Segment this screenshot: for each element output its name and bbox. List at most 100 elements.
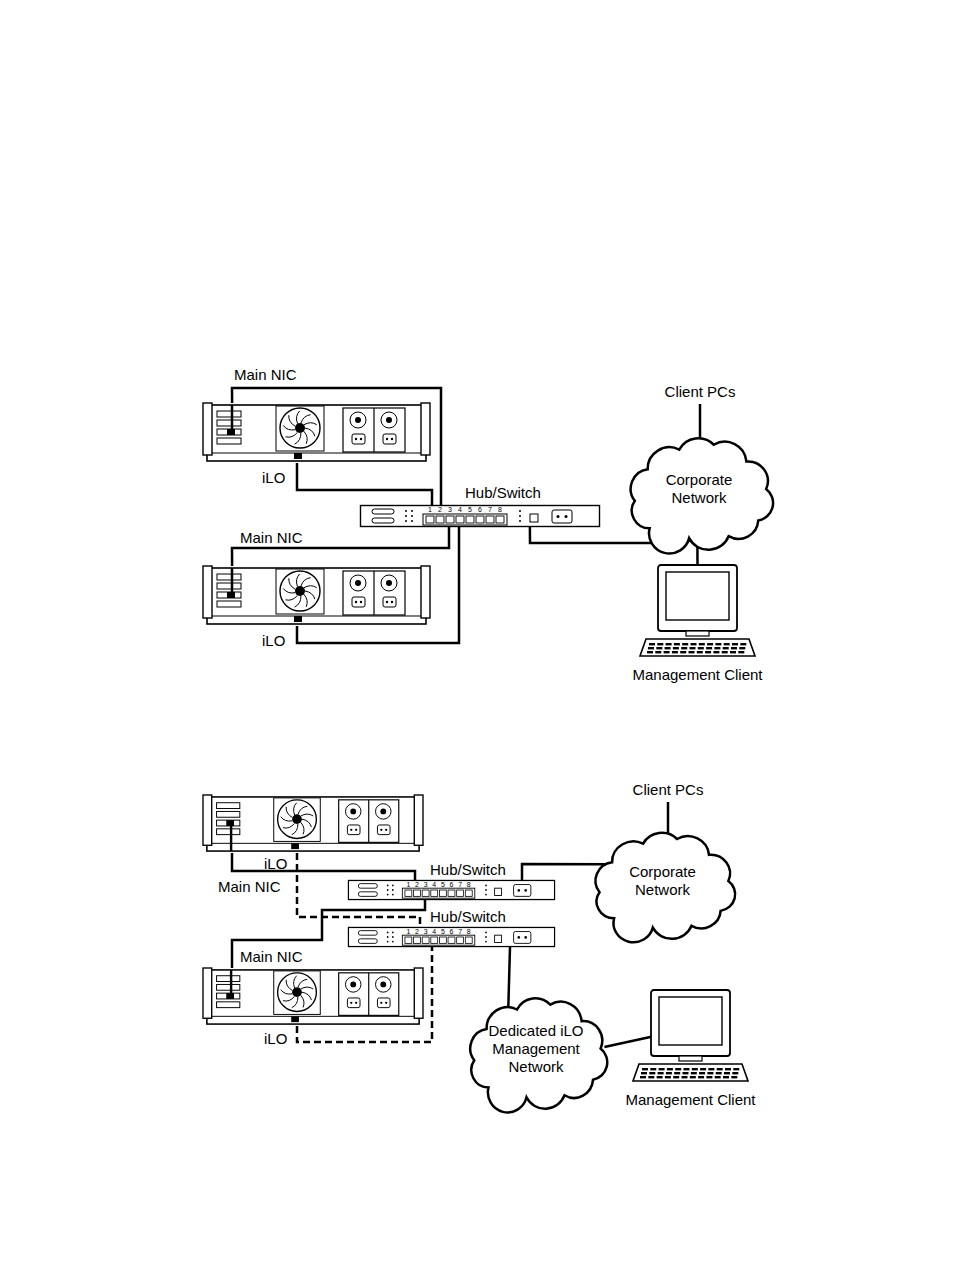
server-part — [381, 575, 397, 591]
server-node: Main NICiLO — [203, 968, 423, 1026]
computer-part — [697, 651, 703, 653]
switch-part — [358, 939, 377, 944]
switch-part — [387, 885, 389, 887]
computer-part — [723, 1076, 729, 1078]
server-part — [280, 571, 320, 611]
port-number: 2 — [415, 928, 419, 935]
server-part — [217, 420, 241, 426]
switch-part — [431, 937, 438, 943]
server-part — [231, 568, 234, 594]
port-label: iLO — [262, 632, 285, 649]
computer-part — [642, 1068, 648, 1070]
server-node: Main NICiLO — [203, 403, 430, 463]
computer-part — [708, 1068, 714, 1070]
server-part — [391, 438, 393, 440]
switch-part — [402, 888, 474, 898]
server-part — [294, 803, 297, 815]
switch-part — [448, 937, 455, 943]
switch-part — [414, 937, 421, 943]
server-part — [217, 820, 240, 826]
computer-part — [739, 647, 745, 649]
computer-part — [722, 651, 728, 653]
device-label: Management Client — [632, 666, 762, 683]
computer-part — [684, 1068, 690, 1070]
switch-part — [348, 927, 554, 946]
device-label: Hub/Switch — [465, 484, 541, 501]
switch-part — [358, 892, 377, 897]
server-part — [207, 405, 426, 461]
server-part — [339, 973, 399, 1016]
port-number: 5 — [468, 506, 472, 513]
port-number: 6 — [478, 506, 482, 513]
switch-node: Hub/Switch12345678 — [348, 927, 555, 947]
server-part — [301, 578, 311, 586]
computer-part — [686, 631, 709, 636]
switch-part — [552, 510, 572, 523]
server-part — [212, 453, 421, 454]
client-label: Client PCs — [665, 383, 736, 400]
computer-part — [665, 647, 671, 649]
switch-part — [392, 894, 394, 896]
server-part — [301, 822, 304, 834]
server-part — [294, 616, 302, 622]
server-part — [230, 970, 232, 995]
server-part — [292, 987, 302, 997]
computer-part — [674, 643, 680, 645]
server-part — [274, 971, 321, 1015]
server-part — [304, 423, 317, 425]
switch-part — [426, 516, 434, 523]
server-part — [217, 574, 241, 580]
computer-part — [640, 639, 755, 656]
port-number: 5 — [441, 928, 445, 935]
server-part — [217, 811, 240, 817]
port-number: 8 — [467, 881, 471, 888]
switch-node: Hub/Switch12345678 — [348, 880, 555, 900]
switch-part — [517, 936, 520, 939]
port-number: 5 — [441, 881, 445, 888]
computer-part — [648, 647, 654, 649]
server-part — [355, 580, 361, 586]
switch-part — [405, 515, 407, 517]
switch-part — [565, 515, 568, 518]
server-part — [383, 597, 396, 607]
server-part — [295, 586, 305, 596]
port-number: 7 — [458, 881, 462, 888]
server-node: Main NICiLO — [203, 566, 430, 626]
server-part — [380, 1002, 382, 1004]
server-part — [212, 1016, 415, 1017]
switch-part — [476, 516, 484, 523]
server-part — [352, 597, 365, 607]
port-label: Main NIC — [218, 878, 281, 895]
switch-part — [361, 506, 600, 527]
server-part — [217, 993, 240, 999]
switch-part — [387, 894, 389, 896]
switch-part — [372, 518, 394, 523]
computer-part — [690, 1076, 696, 1078]
computer-part — [680, 651, 686, 653]
switch-part — [405, 890, 412, 896]
server-part — [301, 415, 311, 423]
switch-part — [405, 510, 407, 512]
switch-part — [456, 516, 464, 523]
server-part — [355, 417, 361, 423]
computer-part — [699, 643, 705, 645]
server-part — [386, 580, 392, 586]
switch-part — [519, 515, 521, 517]
switch-part — [392, 941, 394, 943]
server-part — [350, 412, 366, 428]
computer-part — [682, 1076, 688, 1078]
switch-part — [405, 937, 412, 943]
server-part — [298, 979, 307, 987]
port-label: Main NIC — [240, 948, 303, 965]
port-label: iLO — [262, 469, 285, 486]
port-label: Main NIC — [240, 529, 303, 546]
computer-part — [691, 643, 697, 645]
server-node: iLOMain NIC — [203, 795, 423, 853]
port-label: iLO — [264, 855, 287, 872]
switch-part — [392, 889, 394, 891]
computer-part — [733, 1068, 739, 1070]
computer-part — [657, 1076, 663, 1078]
computer-part — [672, 651, 678, 653]
server-part — [380, 982, 386, 988]
